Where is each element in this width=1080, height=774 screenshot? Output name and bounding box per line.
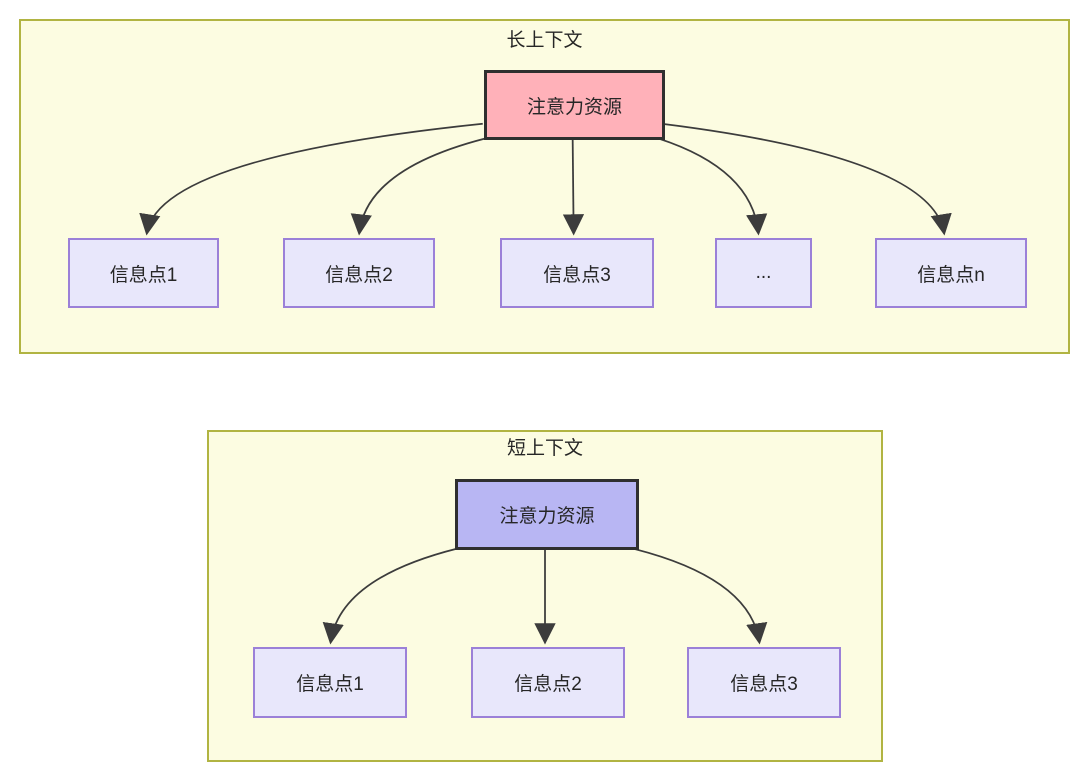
info-point-node-1: 信息点1 bbox=[253, 647, 407, 718]
arrow-to-info3 bbox=[562, 138, 585, 236]
panel-short-context: 短上下文 注意力资源 信息点1 信息点2 信息点3 bbox=[207, 430, 883, 762]
arrow-to-ellipsis bbox=[658, 137, 768, 236]
info-point-node-3: 信息点3 bbox=[500, 238, 654, 308]
info-point-label: 信息点3 bbox=[730, 674, 798, 695]
info-point-node-3: 信息点3 bbox=[687, 647, 841, 718]
info-point-label: 信息点1 bbox=[109, 264, 178, 286]
info-point-node-n: 信息点n bbox=[875, 238, 1027, 308]
arrow-to-info1 bbox=[322, 547, 458, 645]
info-point-label: 信息点n bbox=[917, 264, 985, 286]
attention-resource-node-short: 注意力资源 bbox=[455, 479, 639, 550]
info-point-node-ellipsis: ... bbox=[715, 238, 812, 308]
panel-title-long-context: 长上下文 bbox=[506, 30, 583, 51]
info-point-node-1: 信息点1 bbox=[68, 238, 219, 308]
info-point-label: 信息点1 bbox=[296, 674, 364, 695]
panel-long-context: 长上下文 注意力资源 信息点1 信息点2 信息点3 ... bbox=[19, 19, 1070, 354]
info-point-label: 信息点2 bbox=[325, 264, 393, 286]
info-point-node-2: 信息点2 bbox=[471, 647, 625, 718]
arrow-to-info-n bbox=[661, 122, 952, 236]
info-point-label: ... bbox=[755, 262, 772, 283]
panel-title-short-context: 短上下文 bbox=[506, 438, 583, 459]
attention-resource-node-long: 注意力资源 bbox=[484, 70, 665, 140]
arrow-to-info1 bbox=[139, 122, 483, 236]
arrow-to-info3 bbox=[632, 547, 768, 645]
info-point-node-2: 信息点2 bbox=[283, 238, 435, 308]
attention-resource-label: 注意力资源 bbox=[526, 96, 622, 118]
attention-resource-label: 注意力资源 bbox=[499, 506, 595, 527]
info-point-label: 信息点2 bbox=[514, 674, 582, 695]
arrow-to-info2 bbox=[350, 137, 485, 236]
info-point-label: 信息点3 bbox=[543, 264, 611, 286]
